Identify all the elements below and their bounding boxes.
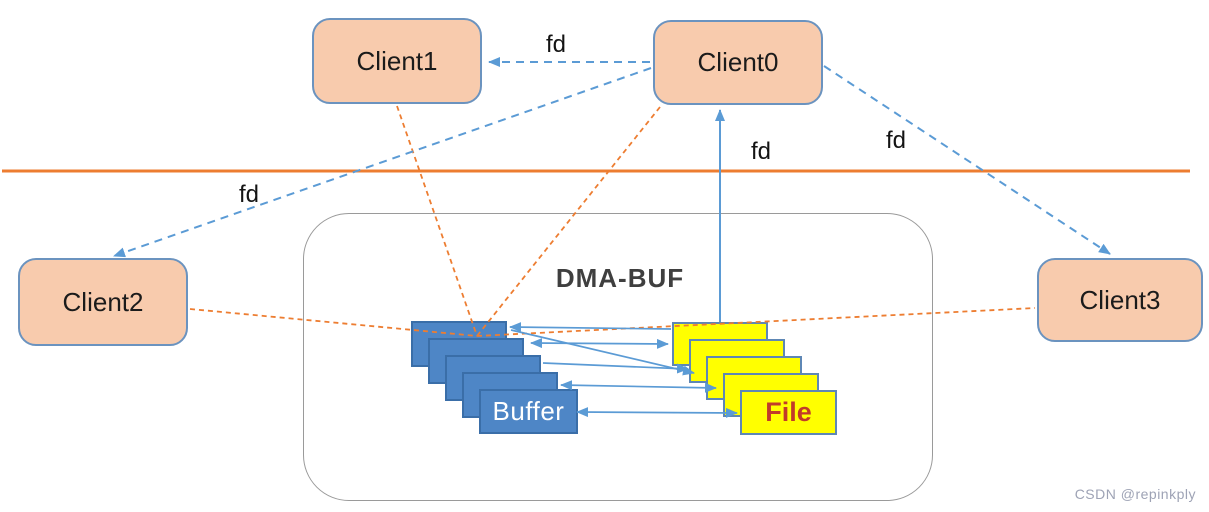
- watermark: CSDN @repinkply: [1074, 486, 1196, 502]
- fd-label-client0-client3: fd: [886, 127, 907, 154]
- dma-buf-container: [303, 213, 933, 501]
- node-client3: Client3: [1037, 258, 1203, 342]
- file-stack-front: File: [740, 390, 837, 435]
- node-client0: Client0: [653, 20, 823, 105]
- buffer-stack-front: Buffer: [479, 389, 578, 434]
- fd-label-client0-client2: fd: [239, 181, 260, 208]
- node-client1: Client1: [312, 18, 482, 104]
- fd-label-file-client0: fd: [751, 138, 772, 165]
- dma-buf-title: DMA-BUF: [555, 263, 685, 293]
- node-client2: Client2: [18, 258, 188, 346]
- fd-label-client0-client1: fd: [546, 31, 567, 58]
- file-label: File: [765, 397, 812, 427]
- buffer-label: Buffer: [492, 396, 565, 426]
